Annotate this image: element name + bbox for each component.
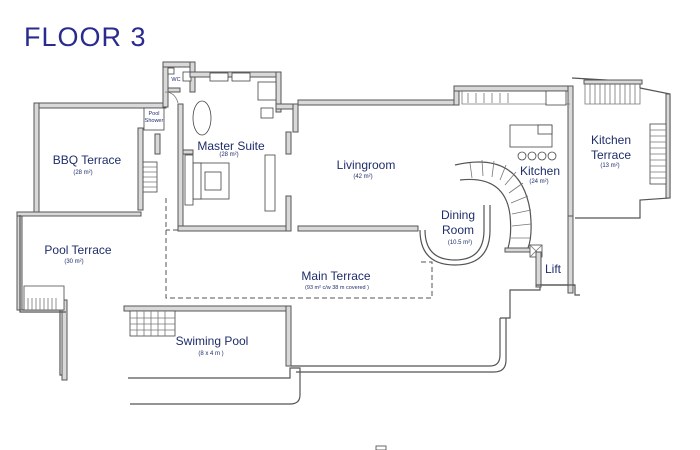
- pool-shower-label-line2: Shower: [144, 118, 164, 124]
- livingroom-area: (42 m²): [353, 174, 373, 180]
- main-terrace-area: (93 m² c/w 38 m covered ): [305, 285, 369, 291]
- wc-label: WC: [171, 77, 181, 83]
- pool-terrace-stairs: [23, 285, 65, 311]
- pool-stairs: [129, 310, 176, 337]
- master-suite-walls: [177, 71, 299, 232]
- swimming-pool-size: (8 x 4 m ): [198, 351, 224, 357]
- bbq-terrace-area: (28 m²): [73, 170, 93, 176]
- lift-label: Lift: [544, 262, 562, 276]
- pool-terrace-label: Pool Terrace: [44, 243, 112, 257]
- swimming-pool-label: Swiming Pool: [175, 334, 249, 348]
- dining-room-area: (10.5 m²): [447, 240, 473, 246]
- kitchen-label: Kitchen: [519, 164, 561, 178]
- outer-walls: [16, 102, 580, 405]
- lift-shaft: [535, 251, 575, 288]
- main-terrace-covered-outline: [165, 198, 433, 299]
- kitchen-area: (24 m²): [529, 179, 549, 185]
- dining-room-label-line2: Room: [441, 223, 475, 237]
- livingroom-label: Livingroom: [336, 158, 396, 172]
- pool-shower-label-line1: Pool: [148, 111, 160, 117]
- master-suite-label: Master Suite: [197, 139, 265, 153]
- bbq-stairs: [137, 127, 161, 211]
- main-terrace-label: Main Terrace: [301, 269, 371, 283]
- footer-mark: [375, 445, 387, 450]
- kitchen-terrace-label-line1: Kitchen: [590, 133, 632, 147]
- pool-terrace-area: (30 m²): [64, 259, 84, 265]
- bbq-terrace-label: BBQ Terrace: [52, 153, 122, 167]
- living-kitchen-walls: [297, 85, 574, 232]
- kitchen-terrace-walls: [571, 77, 671, 219]
- kitchen-terrace-label-line2: Terrace: [590, 148, 632, 162]
- master-suite-area: (28 m²): [219, 152, 239, 158]
- dining-room-label-line1: Dining: [440, 208, 476, 222]
- kitchen-terrace-area: (13 m²): [600, 163, 620, 169]
- floor-title: FLOOR 3: [24, 22, 147, 52]
